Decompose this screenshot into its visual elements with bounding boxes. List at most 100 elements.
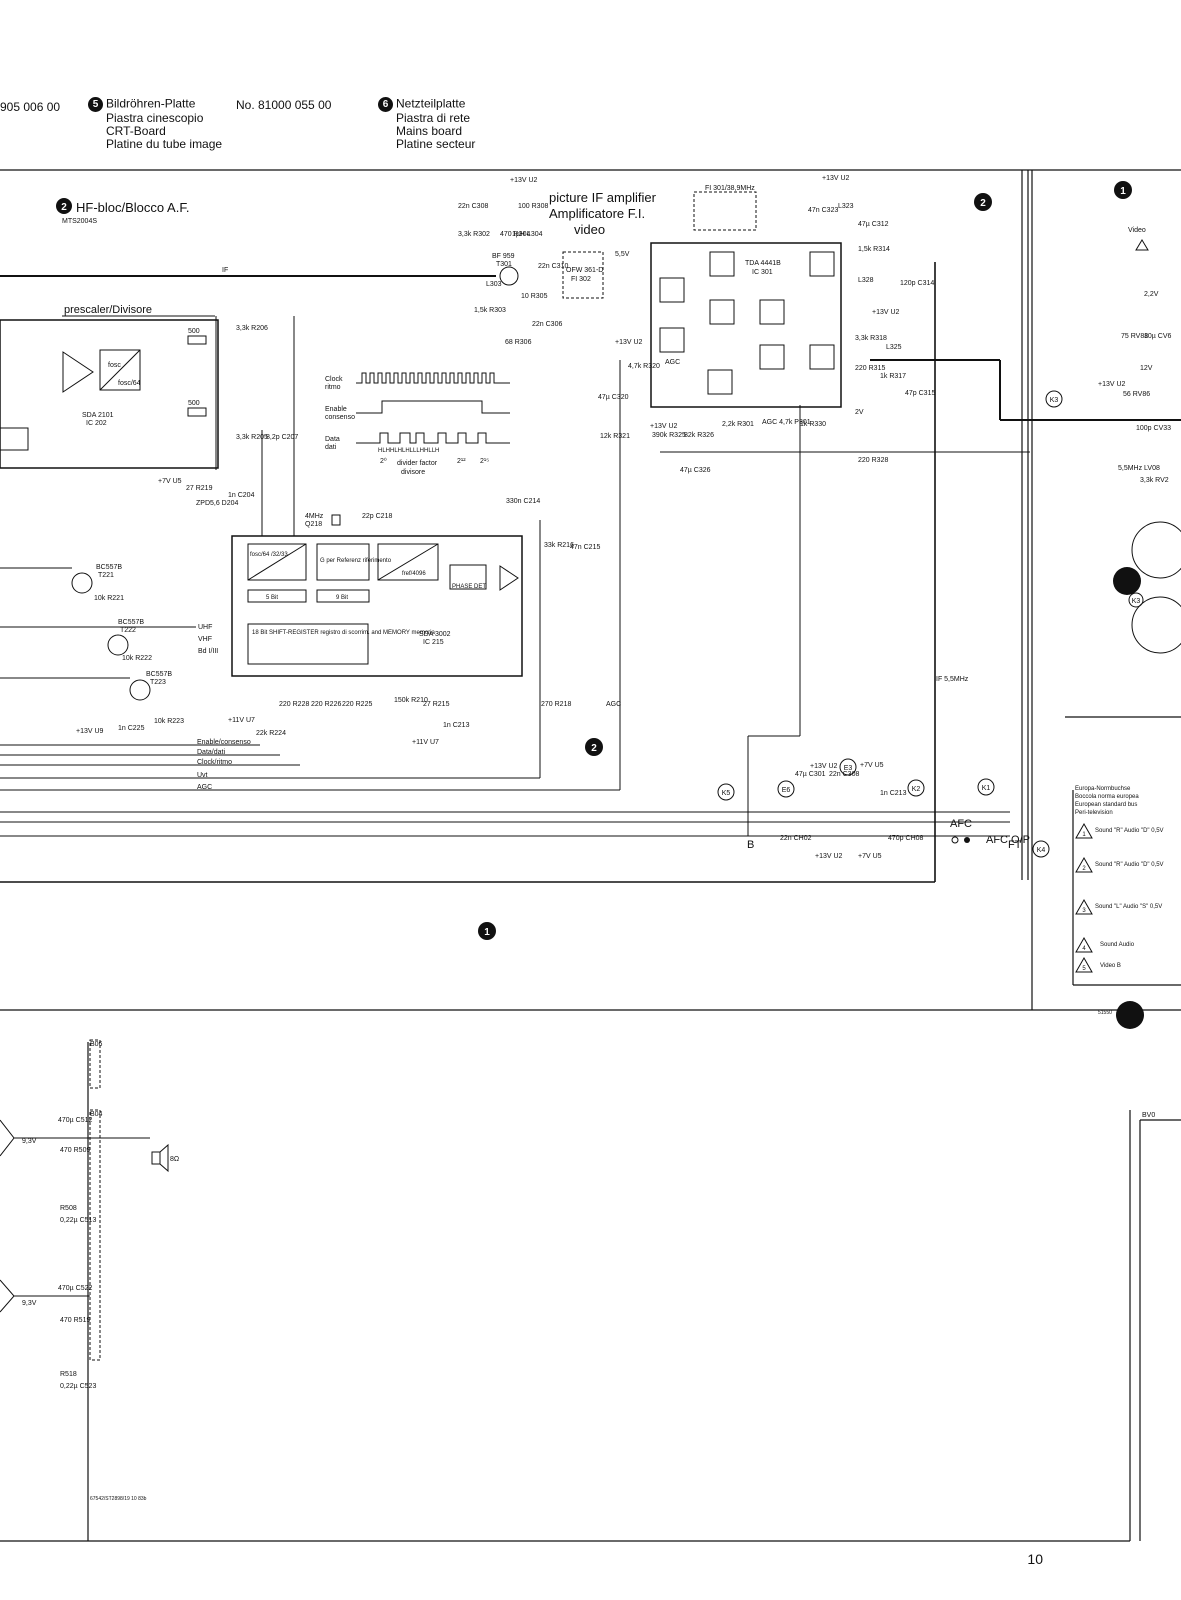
svg-text:2V: 2V — [855, 409, 864, 416]
svg-text:SDA 2101: SDA 2101 — [82, 412, 114, 419]
svg-text:K2: K2 — [912, 786, 921, 793]
svg-text:1k R317: 1k R317 — [880, 373, 906, 380]
svg-text:0,22µ C513: 0,22µ C513 — [60, 1217, 96, 1224]
svg-text:1k R330: 1k R330 — [800, 421, 826, 428]
svg-text:E6: E6 — [782, 787, 791, 794]
audio-output-stage: B06 B04 8Ω 470µ C512 470 R509 R508 0,22µ… — [0, 1039, 179, 1502]
svg-text:3,3k R206: 3,3k R206 — [236, 325, 268, 332]
svg-text:22n CH02: 22n CH02 — [780, 835, 812, 842]
svg-text:47µ C320: 47µ C320 — [598, 394, 629, 401]
svg-text:OFW 361-D: OFW 361-D — [566, 267, 603, 274]
svg-text:+13V U9: +13V U9 — [76, 728, 104, 735]
page-number: 10 — [1027, 1551, 1043, 1567]
svg-text:100p CV33: 100p CV33 — [1136, 425, 1171, 432]
svg-text:1n C204: 1n C204 — [228, 492, 255, 499]
svg-text:Sound "R" Audio "D" 0,5V: Sound "R" Audio "D" 0,5V — [1095, 862, 1164, 868]
svg-text:BC557B: BC557B — [118, 619, 144, 626]
svg-text:fosc/64 /32/33: fosc/64 /32/33 — [250, 552, 288, 558]
svg-text:AGC: AGC — [197, 784, 212, 791]
connector-e3: E3 — [839, 758, 857, 776]
svg-text:L323: L323 — [838, 203, 854, 210]
svg-text:dati: dati — [325, 444, 337, 451]
svg-text:2: 2 — [1082, 866, 1086, 872]
svg-text:270 R218: 270 R218 — [541, 701, 571, 708]
svg-text:0,22µ C523: 0,22µ C523 — [60, 1383, 96, 1390]
svg-text:+7V U5: +7V U5 — [860, 762, 884, 769]
svg-text:ZPD5,6 D204: ZPD5,6 D204 — [196, 500, 239, 507]
connector-k3: K3 — [1045, 390, 1063, 408]
svg-text:SDA 3002: SDA 3002 — [419, 631, 451, 638]
svg-text:L325: L325 — [886, 344, 902, 351]
connector-k5: K5 — [717, 783, 735, 801]
svg-text:R508: R508 — [60, 1205, 77, 1212]
component-labels: 330n C214 47n C215 33k R216 22p C218 270… — [94, 203, 935, 842]
svg-text:T301: T301 — [496, 261, 512, 268]
svg-text:Boccola norma europea: Boccola norma europea — [1075, 794, 1139, 800]
svg-text:prescaler/Divisore: prescaler/Divisore — [64, 304, 152, 316]
svg-text:fosc/64: fosc/64 — [118, 380, 141, 387]
transistor-t301: BF 959 T301 — [492, 253, 519, 286]
svg-text:T223: T223 — [150, 679, 166, 686]
afc-labels: AFC AFC O/P FT B — [747, 818, 1030, 851]
svg-text:T221: T221 — [98, 572, 114, 579]
svg-text:FI 301/38,9MHz: FI 301/38,9MHz — [705, 185, 755, 192]
mounting-hole — [1116, 1001, 1144, 1029]
svg-text:2,2k R301: 2,2k R301 — [722, 421, 754, 428]
svg-text:Peri-television: Peri-television — [1075, 810, 1113, 816]
svg-text:+13V U2: +13V U2 — [822, 175, 850, 182]
svg-text:2: 2 — [61, 202, 67, 213]
connector-k2: K2 — [907, 779, 925, 797]
svg-text:AGC 4,7k P301: AGC 4,7k P301 — [762, 419, 811, 426]
timing-diagram: Clock ritmo Enable consenso Data dati HL… — [325, 372, 510, 476]
svg-text:IF 5,5MHz: IF 5,5MHz — [936, 676, 969, 683]
svg-text:4MHz: 4MHz — [305, 513, 324, 520]
svg-text:+13V U2: +13V U2 — [815, 853, 843, 860]
svg-text:22k R224: 22k R224 — [256, 730, 286, 737]
svg-text:+7V U5: +7V U5 — [858, 853, 882, 860]
svg-text:220 R225: 220 R225 — [342, 701, 372, 708]
connector-k1: K1 — [977, 778, 995, 796]
svg-text:fref/4096: fref/4096 — [402, 571, 426, 577]
svg-text:470p CH08: 470p CH08 — [888, 835, 924, 842]
svg-text:+13V U2: +13V U2 — [872, 309, 900, 316]
svg-text:1: 1 — [1082, 832, 1086, 838]
svg-text:2⁰: 2⁰ — [380, 457, 387, 465]
svg-text:fosc: fosc — [108, 362, 121, 369]
svg-text:2¹²: 2¹² — [457, 458, 466, 465]
svg-text:+13V U2: +13V U2 — [1098, 381, 1126, 388]
header-left-code: 905 006 00 — [0, 100, 61, 114]
svg-text:18 Bit SHIFT-REGISTER registro: 18 Bit SHIFT-REGISTER registro di scorri… — [252, 630, 435, 636]
svg-text:FI 302: FI 302 — [571, 276, 591, 283]
svg-text:Video B: Video B — [1100, 963, 1121, 969]
svg-text:3,3k R318: 3,3k R318 — [855, 335, 887, 342]
svg-text:BC557B: BC557B — [96, 564, 122, 571]
svg-text:PHASE DET: PHASE DET — [452, 584, 486, 590]
transistor-t223: BC557B T223 — [129, 671, 172, 701]
svg-text:K5: K5 — [722, 790, 731, 797]
svg-text:470 R509: 470 R509 — [60, 1147, 90, 1154]
svg-text:BC557B: BC557B — [146, 671, 172, 678]
svg-text:L328: L328 — [858, 277, 874, 284]
svg-text:220 R315: 220 R315 — [855, 365, 885, 372]
svg-text:E3: E3 — [844, 765, 853, 772]
svg-text:Enable/consenso: Enable/consenso — [197, 739, 251, 746]
svg-text:82k R326: 82k R326 — [684, 432, 714, 439]
svg-text:22p C218: 22p C218 — [362, 513, 392, 520]
svg-text:+13V U2: +13V U2 — [510, 177, 538, 184]
svg-text:1,5k R314: 1,5k R314 — [858, 246, 890, 253]
svg-text:27 R219: 27 R219 — [186, 485, 213, 492]
svg-text:Data: Data — [325, 436, 340, 443]
svg-text:22n C306: 22n C306 — [532, 321, 562, 328]
crt-board-badge: 5 — [88, 97, 103, 112]
if-label: IF — [222, 267, 228, 274]
part-number: No. 81000 055 00 — [236, 98, 332, 112]
svg-text:9,3V: 9,3V — [22, 1300, 37, 1307]
svg-text:10k R221: 10k R221 — [94, 595, 124, 602]
svg-text:75 RV88: 75 RV88 — [1121, 333, 1148, 340]
svg-text:47µ C301: 47µ C301 — [795, 771, 826, 778]
svg-text:3,3k RV2: 3,3k RV2 — [1140, 477, 1169, 484]
svg-text:22n C308: 22n C308 — [829, 771, 859, 778]
svg-text:1: 1 — [484, 927, 490, 938]
